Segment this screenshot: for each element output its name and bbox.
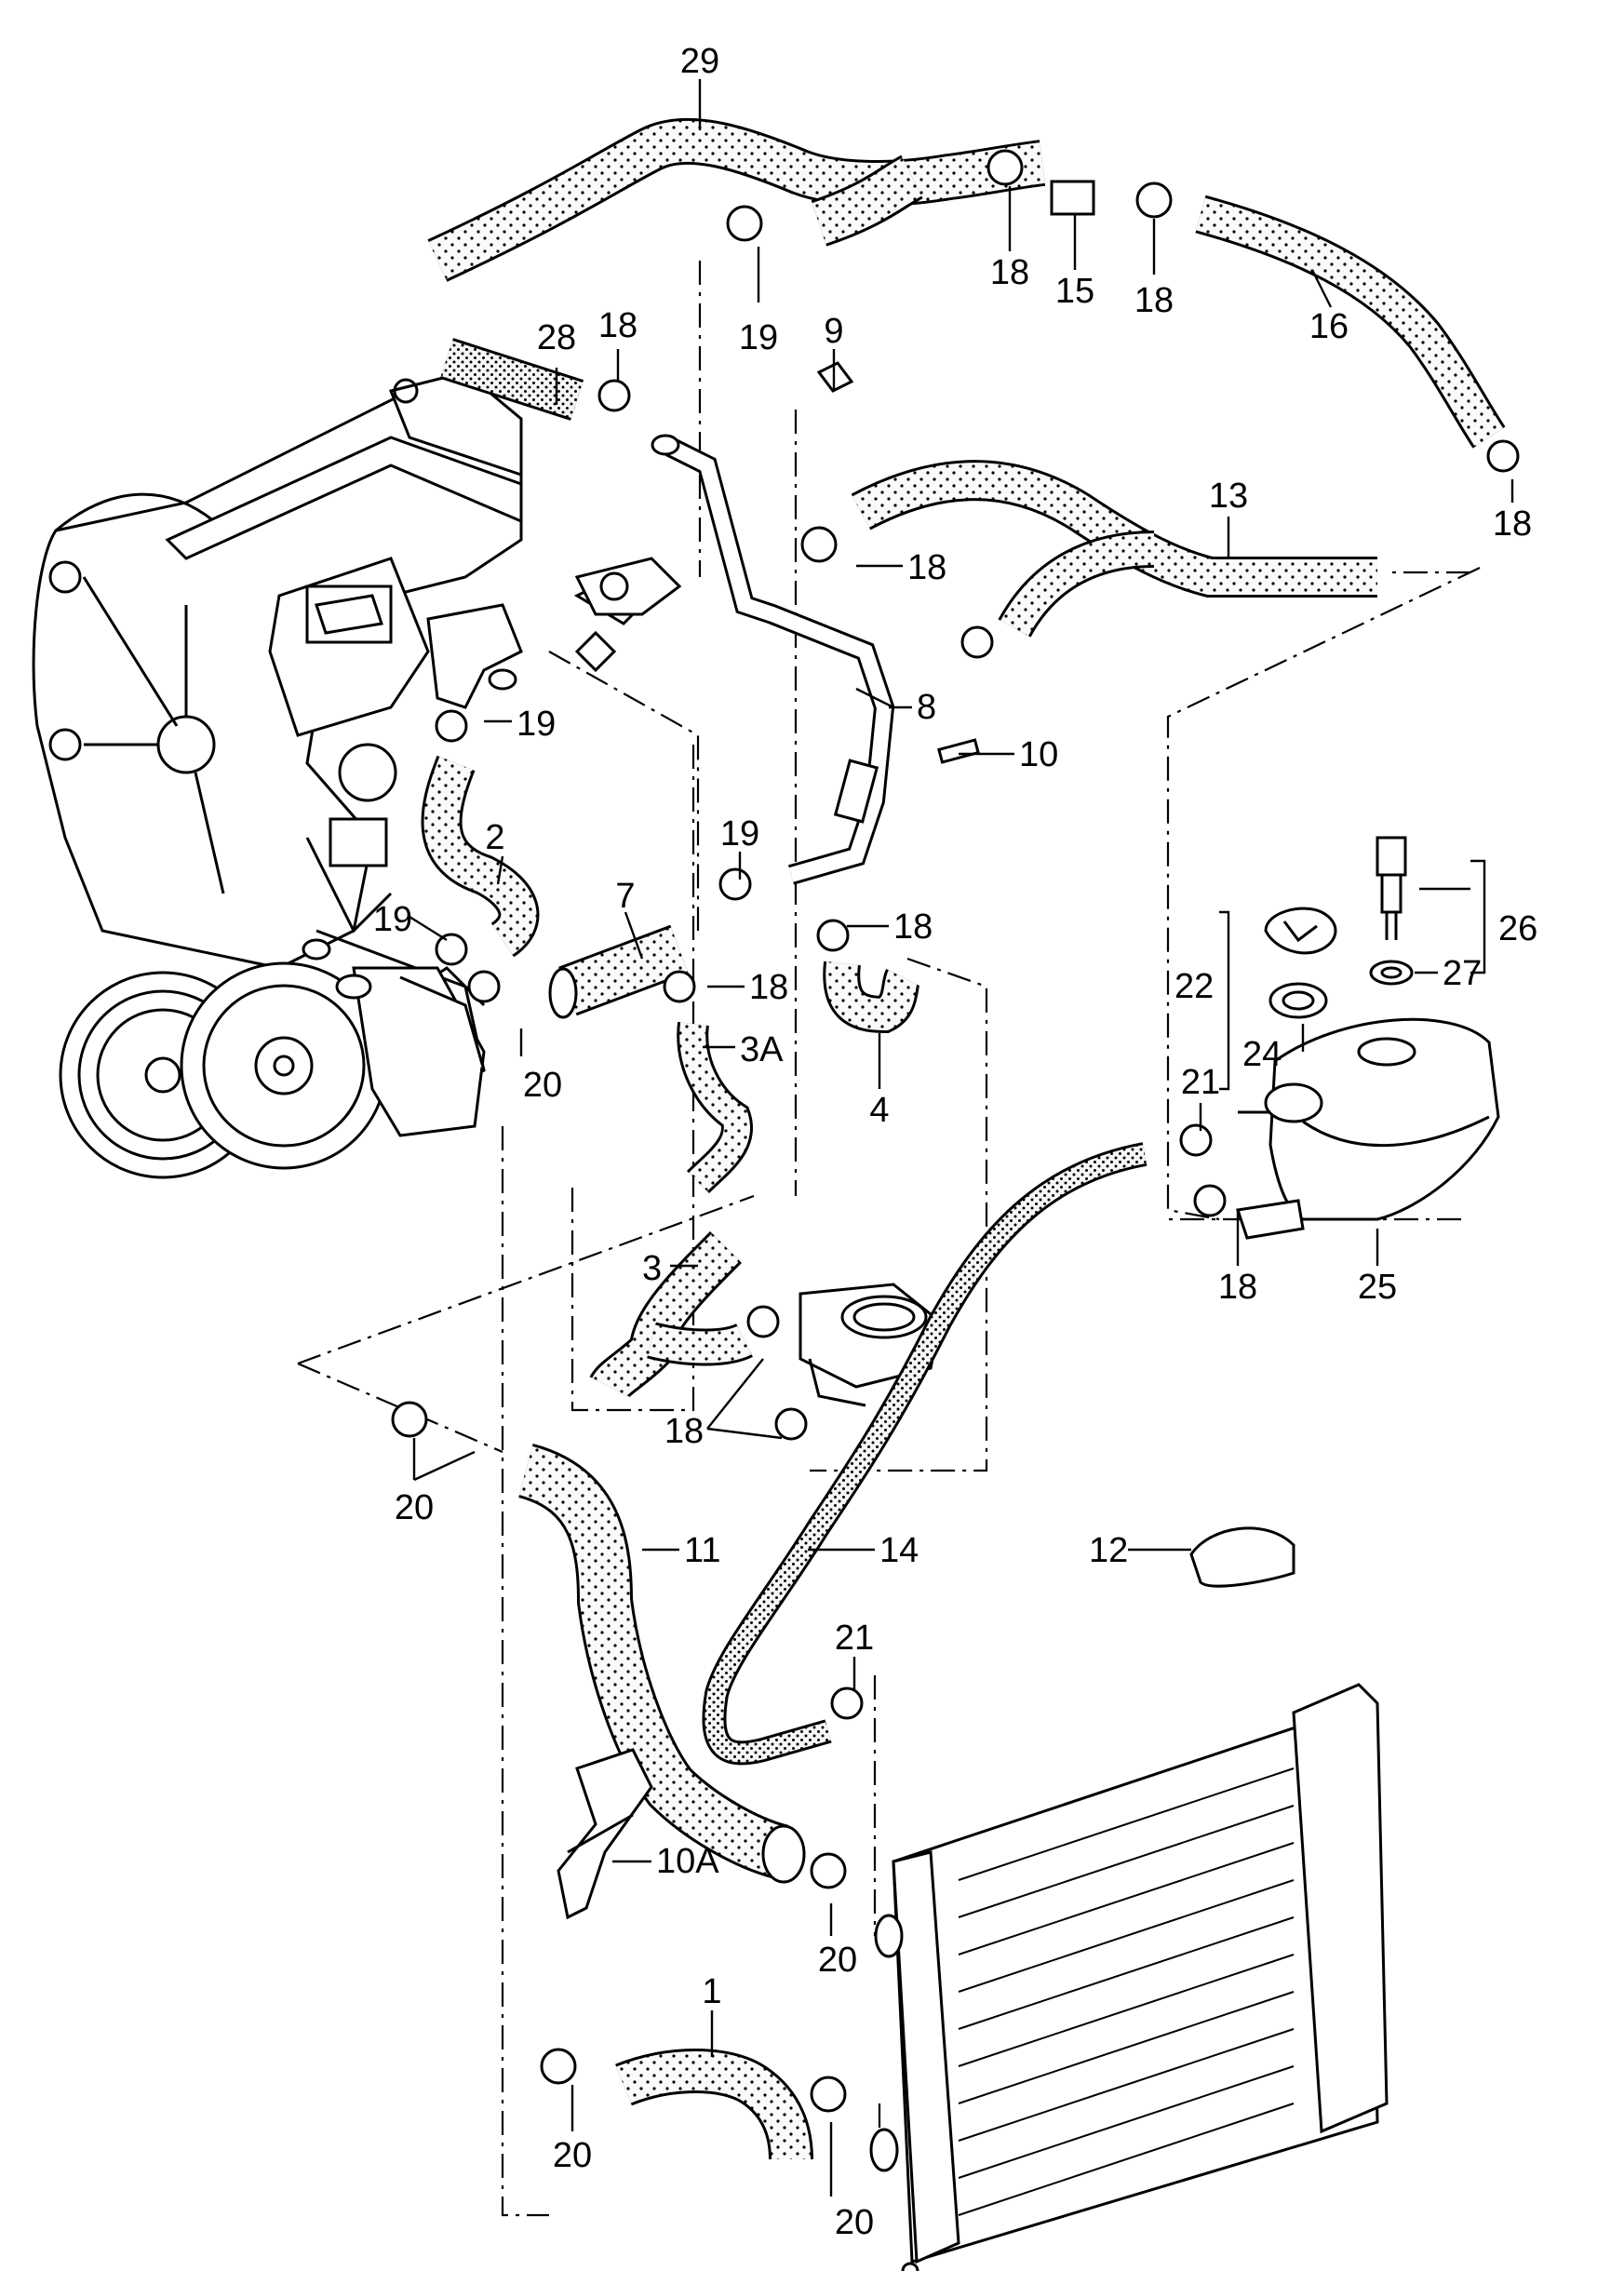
leader-lines bbox=[409, 79, 1514, 2197]
callout-18: 18 bbox=[598, 306, 638, 345]
hose-7 bbox=[548, 924, 689, 1019]
hose-1 bbox=[615, 2049, 813, 2160]
callout-26: 26 bbox=[1498, 909, 1537, 948]
callout-18: 18 bbox=[893, 907, 933, 947]
callout-7: 7 bbox=[615, 877, 635, 916]
callout-18: 18 bbox=[664, 1412, 704, 1451]
pipe-8 bbox=[651, 434, 895, 885]
callout-10a: 10A bbox=[656, 1842, 719, 1881]
callout-20: 20 bbox=[818, 1941, 857, 1980]
hose-3a bbox=[677, 1021, 753, 1194]
callout-21: 21 bbox=[1181, 1063, 1220, 1102]
callout-9: 9 bbox=[824, 312, 843, 351]
expansion-tank bbox=[1236, 1017, 1500, 1240]
callout-16: 16 bbox=[1309, 307, 1349, 346]
callout-19: 19 bbox=[373, 900, 412, 939]
callout-18: 18 bbox=[749, 968, 788, 1007]
callout-27: 27 bbox=[1443, 954, 1482, 993]
radiator-fins bbox=[958, 1767, 1295, 2216]
sender-ring bbox=[1369, 960, 1414, 986]
hose-2 bbox=[421, 755, 540, 958]
callout-19: 19 bbox=[517, 705, 556, 744]
level-sender bbox=[1376, 836, 1407, 940]
callout-20: 20 bbox=[553, 2136, 592, 2175]
coolant-flanges bbox=[426, 557, 682, 709]
callout-14: 14 bbox=[879, 1531, 919, 1570]
callout-12: 12 bbox=[1089, 1531, 1128, 1570]
callout-11: 11 bbox=[684, 1531, 720, 1570]
cap-seal bbox=[1268, 982, 1328, 1019]
callout-20: 20 bbox=[835, 2203, 874, 2242]
engine-block bbox=[32, 370, 523, 1179]
callout-18: 18 bbox=[1493, 504, 1532, 544]
hose-4 bbox=[823, 961, 920, 1034]
callout-labels: 29 18 15 18 16 19 9 28 18 13 18 18 19 8 … bbox=[373, 42, 1537, 2242]
hose-3 bbox=[589, 1231, 753, 1400]
callout-1: 1 bbox=[702, 1972, 721, 2011]
band-clamp-12 bbox=[1189, 1526, 1295, 1588]
hose-29 bbox=[427, 117, 1046, 282]
callout-19: 19 bbox=[720, 814, 759, 853]
hose-14 bbox=[702, 1142, 1148, 1766]
callout-19: 19 bbox=[739, 318, 778, 357]
callout-2: 2 bbox=[485, 818, 504, 857]
hose-13 bbox=[851, 460, 1377, 638]
thermostat-housing bbox=[799, 1283, 942, 1407]
callout-29: 29 bbox=[680, 42, 719, 81]
reservoir-cap bbox=[1264, 907, 1337, 955]
callout-24: 24 bbox=[1242, 1035, 1282, 1074]
hose-11 bbox=[517, 1444, 806, 1884]
callout-3a: 3A bbox=[740, 1030, 784, 1069]
callout-20: 20 bbox=[395, 1488, 434, 1527]
hose-28 bbox=[439, 338, 584, 421]
callout-13: 13 bbox=[1209, 477, 1248, 516]
callout-4: 4 bbox=[869, 1091, 889, 1130]
callout-20: 20 bbox=[523, 1066, 562, 1105]
callout-15: 15 bbox=[1055, 272, 1094, 311]
callout-18: 18 bbox=[1134, 281, 1174, 320]
callout-18: 18 bbox=[990, 253, 1029, 292]
bracket-10a bbox=[557, 1748, 653, 1920]
callout-25: 25 bbox=[1358, 1268, 1397, 1307]
callout-18: 18 bbox=[907, 548, 946, 587]
callout-18: 18 bbox=[1218, 1268, 1257, 1307]
callout-28: 28 bbox=[537, 318, 576, 357]
radiator bbox=[869, 1683, 1389, 2271]
callout-8: 8 bbox=[917, 688, 936, 727]
callout-3: 3 bbox=[642, 1249, 662, 1288]
callout-10: 10 bbox=[1019, 735, 1058, 774]
callout-22: 22 bbox=[1174, 967, 1214, 1006]
hose-16 bbox=[1195, 195, 1506, 449]
callout-21: 21 bbox=[835, 1619, 874, 1658]
